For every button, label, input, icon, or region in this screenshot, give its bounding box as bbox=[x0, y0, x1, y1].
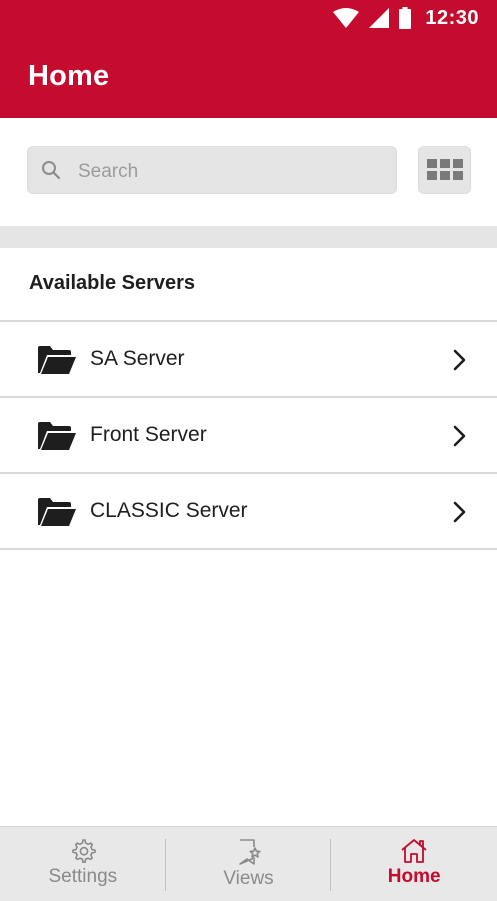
server-list: SA Server Front Server CLASSIC Server bbox=[0, 320, 497, 550]
folder-icon bbox=[38, 346, 76, 374]
search-input[interactable] bbox=[76, 156, 380, 188]
section-divider bbox=[0, 226, 497, 248]
signal-icon bbox=[369, 8, 390, 28]
chevron-right-icon bbox=[453, 349, 466, 371]
chevron-right-icon bbox=[453, 425, 466, 447]
grid-view-button[interactable] bbox=[418, 146, 471, 194]
search-box[interactable] bbox=[27, 146, 397, 194]
list-item[interactable]: Front Server bbox=[0, 396, 497, 472]
wifi-icon bbox=[333, 8, 360, 28]
tab-views[interactable]: Views bbox=[166, 827, 332, 901]
search-icon bbox=[42, 161, 61, 180]
bottom-nav: Settings Views Home bbox=[0, 826, 497, 901]
list-item[interactable]: SA Server bbox=[0, 320, 497, 396]
search-row bbox=[27, 146, 471, 194]
battery-icon bbox=[399, 7, 412, 29]
section-title: Available Servers bbox=[29, 272, 196, 294]
home-icon bbox=[401, 839, 427, 863]
page-title: Home bbox=[28, 60, 110, 92]
list-item-label: CLASSIC Server bbox=[90, 499, 248, 522]
status-bar: 12:30 bbox=[333, 7, 479, 29]
folder-icon bbox=[38, 422, 76, 450]
list-item[interactable]: CLASSIC Server bbox=[0, 472, 497, 550]
list-item-label: SA Server bbox=[90, 347, 185, 370]
list-item-label: Front Server bbox=[90, 423, 207, 446]
app-bar: 12:30 Home bbox=[0, 0, 497, 118]
tab-label: Views bbox=[223, 868, 274, 889]
grid-icon bbox=[426, 159, 463, 180]
tab-settings[interactable]: Settings bbox=[0, 827, 166, 901]
status-time: 12:30 bbox=[425, 6, 479, 29]
tab-home[interactable]: Home bbox=[331, 827, 497, 901]
folder-icon bbox=[38, 498, 76, 526]
bookmark-star-icon bbox=[238, 839, 261, 865]
tab-separator bbox=[164, 839, 166, 891]
tab-label: Settings bbox=[48, 866, 118, 887]
tab-separator bbox=[330, 839, 332, 891]
gear-icon bbox=[72, 839, 96, 863]
chevron-right-icon bbox=[453, 501, 466, 523]
tab-label: Home bbox=[387, 866, 441, 887]
